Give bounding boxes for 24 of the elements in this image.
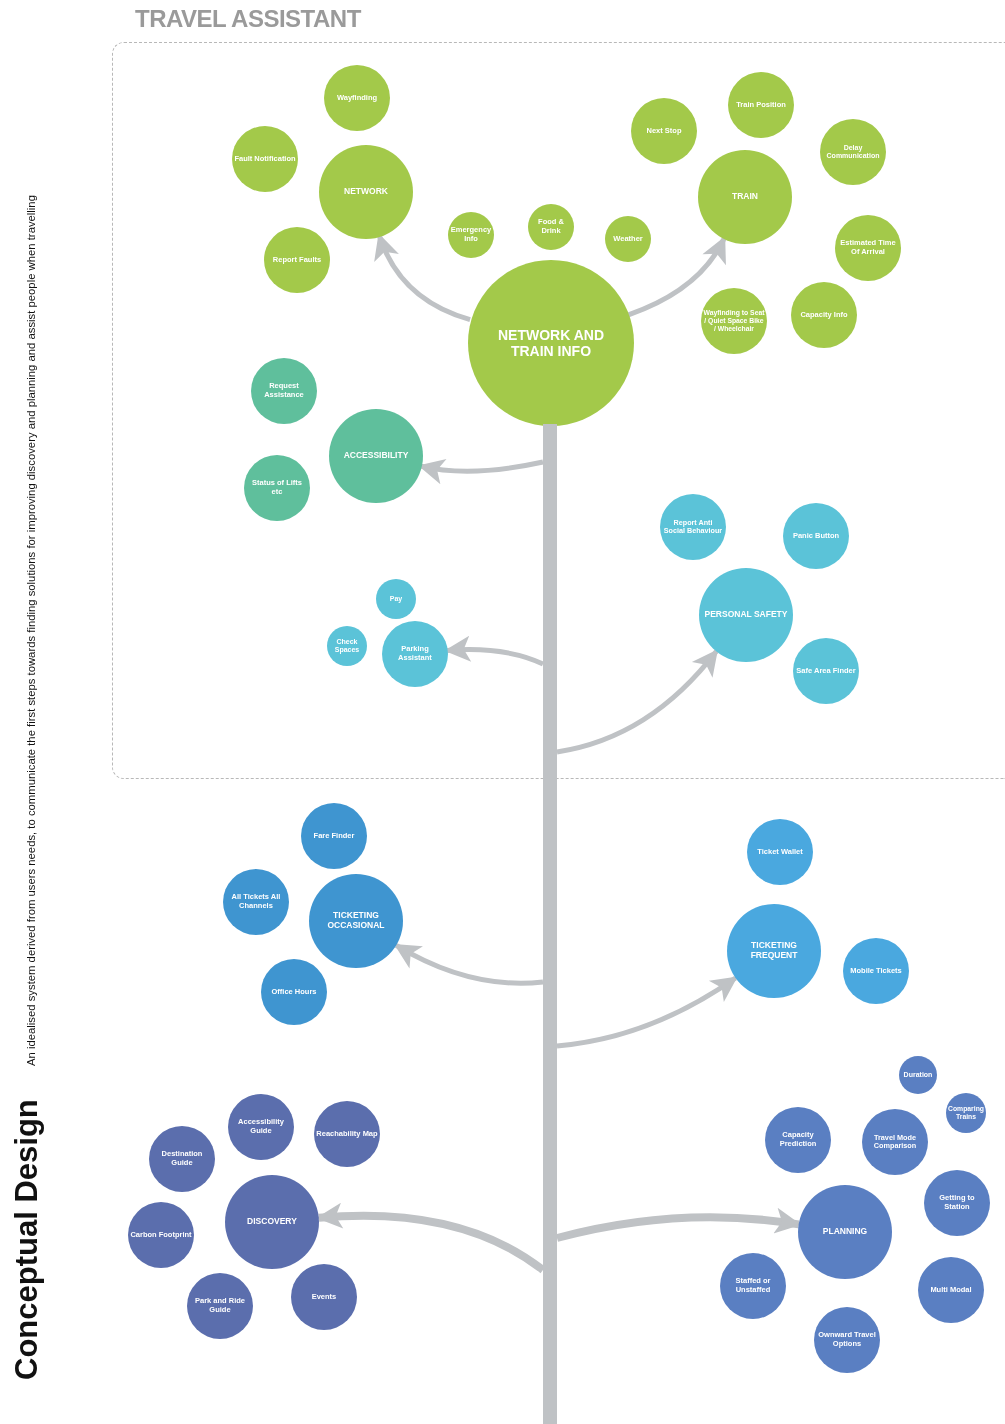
- circle-label: NETWORK: [344, 187, 388, 197]
- circle-label: NETWORK AND TRAIN INFO: [497, 326, 605, 360]
- feature-circle: [528, 204, 574, 250]
- circle-label: PERSONAL SAFETY: [704, 610, 788, 620]
- circle-label: TICKETING FREQUENT: [749, 941, 799, 961]
- feature-circle: [946, 1093, 986, 1133]
- feature-circle: [376, 579, 416, 619]
- subtitle: An idealised system derived from users needs, to communicate the first steps towards finding solutions for improving discovery and planning and assist people when travelling: [24, 195, 38, 1066]
- feature-circle: [605, 216, 651, 262]
- feature-circle: [899, 1056, 937, 1094]
- circle-label: PLANNING: [822, 1227, 868, 1237]
- branch-arrow: [556, 975, 738, 1049]
- branch-arrow: [627, 236, 727, 318]
- feature-circle: [448, 212, 494, 258]
- region-title: TRAVEL ASSISTANT: [135, 5, 361, 33]
- circle-label: TRAIN: [732, 192, 758, 202]
- circle-label: TICKETING OCCASIONAL: [326, 911, 386, 931]
- feature-circle: [327, 626, 367, 666]
- circle-label: ACCESSIBILITY: [343, 451, 409, 461]
- circle-label: DISCOVERY: [247, 1217, 297, 1227]
- trunk-bar: [543, 424, 557, 1424]
- branch-arrow: [556, 649, 719, 755]
- branch-arrow: [393, 943, 544, 986]
- page-title: Conceptual Design: [9, 1099, 45, 1380]
